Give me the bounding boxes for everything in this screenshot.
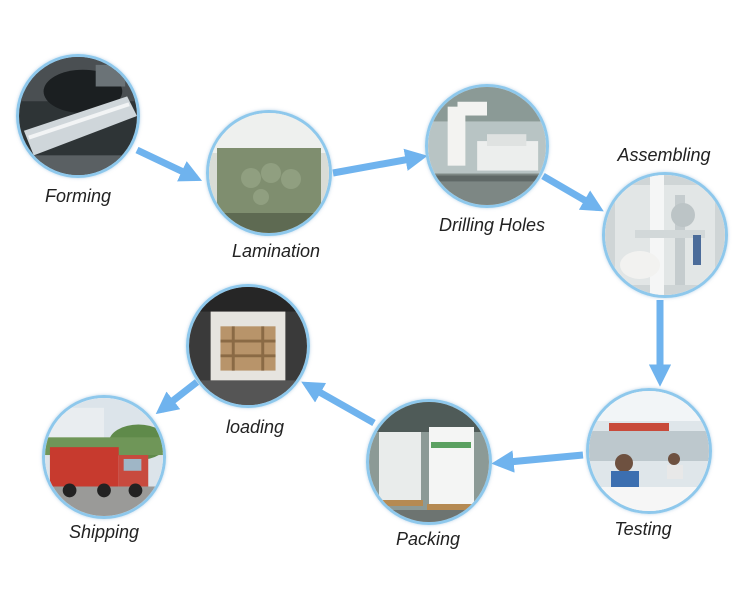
testing-photo: [586, 388, 712, 514]
step-label-lamination: Lamination: [231, 241, 321, 261]
arrow-packing-to-loading: [301, 381, 376, 427]
step-label-packing: Packing: [395, 529, 461, 549]
arrow-drilling-to-assembling: [541, 172, 604, 212]
arrow-testing-to-packing: [491, 450, 584, 473]
step-label-testing: Testing: [614, 519, 672, 539]
lamination-photo: [206, 110, 332, 236]
forming-photo: [16, 54, 140, 178]
arrow-forming-to-lamination: [135, 146, 203, 182]
step-label-loading: loading: [225, 417, 285, 437]
step-label-assembling: Assembling: [617, 145, 711, 165]
step-label-drilling-holes: Drilling Holes: [438, 215, 546, 235]
step-label-shipping: Shipping: [68, 522, 140, 542]
shipping-photo: [42, 395, 166, 519]
drilling-holes-photo: [425, 84, 549, 208]
step-label-forming: Forming: [44, 186, 112, 206]
arrow-loading-to-shipping: [155, 379, 200, 415]
arrow-lamination-to-drilling: [332, 148, 428, 177]
assembling-photo: [602, 172, 728, 298]
packing-photo: [366, 399, 492, 525]
loading-photo: [186, 284, 310, 408]
